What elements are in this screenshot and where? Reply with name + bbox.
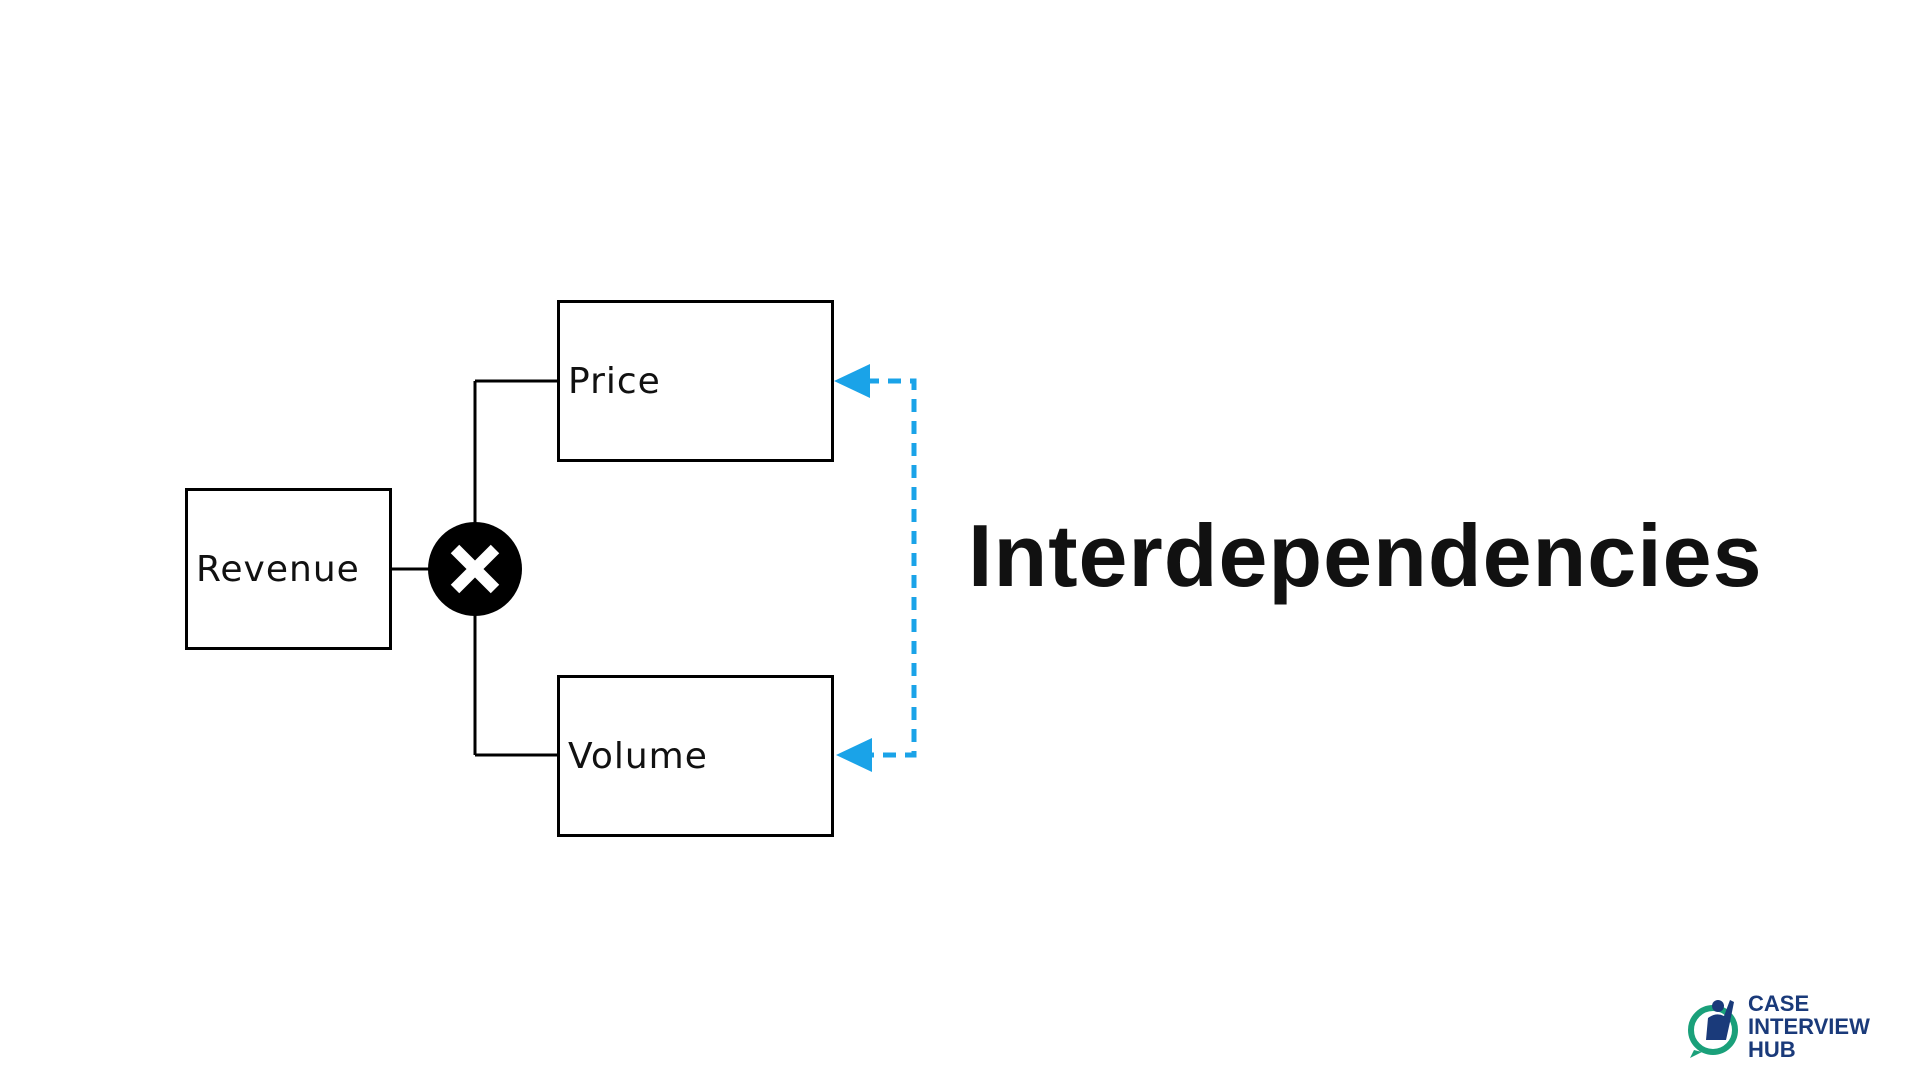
arrowhead-price xyxy=(834,364,870,398)
revenue-label: Revenue xyxy=(196,548,360,590)
price-box: Price xyxy=(557,300,834,462)
interdependency-arrow xyxy=(834,364,917,772)
brand-wordmark: CASE INTERVIEW HUB xyxy=(1748,992,1870,1061)
multiply-icon xyxy=(428,522,522,616)
brand-line-1: CASE xyxy=(1748,991,1810,1016)
revenue-box: Revenue xyxy=(185,488,392,650)
arrowhead-volume xyxy=(836,738,872,772)
headline-title: Interdependencies xyxy=(968,506,1763,605)
case-interview-hub-logo-icon xyxy=(1688,1000,1738,1058)
price-label: Price xyxy=(568,360,661,402)
brand-logo: CASE INTERVIEW HUB xyxy=(1686,990,1906,1062)
brand-line-3: HUB xyxy=(1748,1037,1796,1062)
brand-line-2: INTERVIEW xyxy=(1748,1014,1870,1039)
volume-label: Volume xyxy=(568,735,708,777)
volume-box: Volume xyxy=(557,675,834,837)
